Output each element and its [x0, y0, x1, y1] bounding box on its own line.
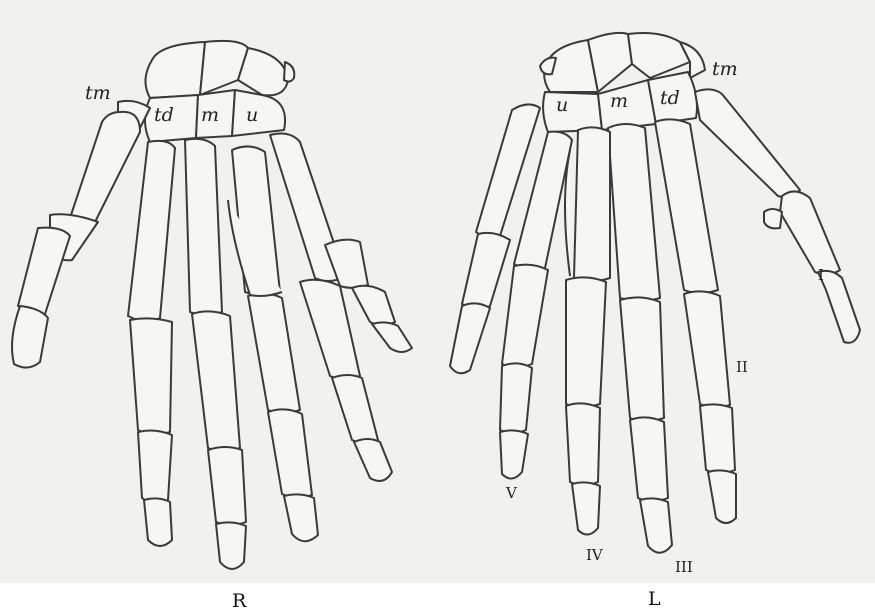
- left-hand: [450, 33, 860, 553]
- right-carpals: [118, 41, 294, 142]
- right-digit-1: [12, 112, 140, 368]
- left-digit-5: [450, 104, 572, 478]
- left-digit-label-I: I: [818, 268, 824, 283]
- right-carpal-label-u: u: [246, 106, 258, 125]
- right-digit-2: [128, 141, 175, 546]
- left-carpal-label-m: m: [610, 92, 628, 111]
- left-carpals: [540, 33, 705, 132]
- left-digit-2: [655, 119, 736, 523]
- hand-skeleton-drawings: [0, 0, 875, 583]
- left-digit-label-V: V: [506, 486, 517, 501]
- right-carpal-label-td: td: [154, 106, 174, 125]
- right-carpal-label-tm: tm: [85, 84, 111, 103]
- left-digit-4: [565, 127, 610, 534]
- left-digit-label-III: III: [675, 560, 693, 575]
- left-digit-3: [608, 124, 672, 553]
- left-carpal-label-tm: tm: [712, 60, 738, 79]
- right-hand-caption: R: [232, 592, 246, 611]
- left-digit-label-II: II: [736, 360, 748, 375]
- left-carpal-label-u: u: [556, 96, 568, 115]
- left-hand-caption: L: [648, 590, 661, 609]
- left-digit-label-IV: IV: [586, 548, 603, 563]
- left-carpal-label-td: td: [660, 89, 680, 108]
- right-carpal-label-m: m: [201, 106, 219, 125]
